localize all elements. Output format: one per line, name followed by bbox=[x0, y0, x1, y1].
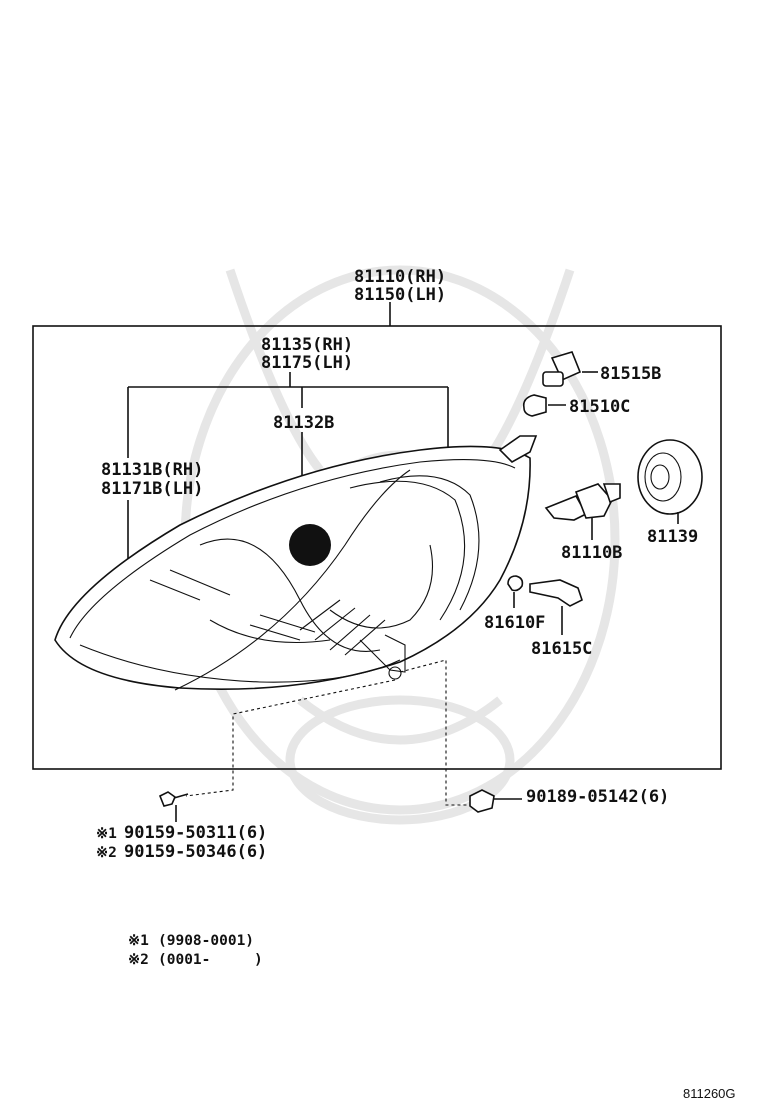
label-socket: 81515B bbox=[600, 364, 661, 384]
marker-2: ※2 bbox=[96, 845, 117, 861]
assembly-box bbox=[32, 325, 722, 770]
socket-81515b bbox=[542, 351, 598, 387]
screw-part bbox=[158, 791, 189, 822]
housing-bracket bbox=[127, 372, 449, 560]
screw-leader bbox=[185, 679, 396, 797]
note-marker-1: ※1 bbox=[128, 933, 149, 949]
label-assembly-rh: 81110(RH) bbox=[354, 267, 446, 287]
label-screw-1: 90159-50311(6) bbox=[124, 823, 267, 843]
bulb-81110b bbox=[544, 483, 621, 540]
label-bulb-clear: 81610F bbox=[484, 613, 545, 633]
bulb-81510c bbox=[522, 394, 566, 417]
label-lens-rh: 81131B(RH) bbox=[101, 460, 203, 480]
nut-part bbox=[469, 789, 522, 813]
socket-81615c bbox=[529, 579, 583, 635]
bulb-81610f bbox=[507, 575, 524, 608]
cover-81139 bbox=[637, 439, 703, 524]
label-screw-2: 90159-50346(6) bbox=[124, 842, 267, 862]
label-cover: 81139 bbox=[647, 527, 698, 547]
headlamp-unit bbox=[54, 435, 538, 691]
marker-1: ※1 bbox=[96, 826, 117, 842]
label-gasket: 81132B bbox=[273, 413, 334, 433]
note-2: (0001- ) bbox=[158, 952, 263, 968]
label-lens-lh: 81171B(LH) bbox=[101, 479, 203, 499]
note-marker-2: ※2 bbox=[128, 952, 149, 968]
label-housing-lh: 81175(LH) bbox=[261, 353, 353, 373]
label-housing-rh: 81135(RH) bbox=[261, 335, 353, 355]
diagram-code: 811260G bbox=[683, 1086, 736, 1101]
nut-leader bbox=[399, 659, 470, 806]
label-bulb-small: 81510C bbox=[569, 397, 630, 417]
label-socket-small: 81615C bbox=[531, 639, 592, 659]
label-nut: 90189-05142(6) bbox=[526, 787, 669, 807]
note-1: (9908-0001) bbox=[158, 933, 254, 949]
label-bulb-main: 81110B bbox=[561, 543, 622, 563]
label-assembly-lh: 81150(LH) bbox=[354, 285, 446, 305]
